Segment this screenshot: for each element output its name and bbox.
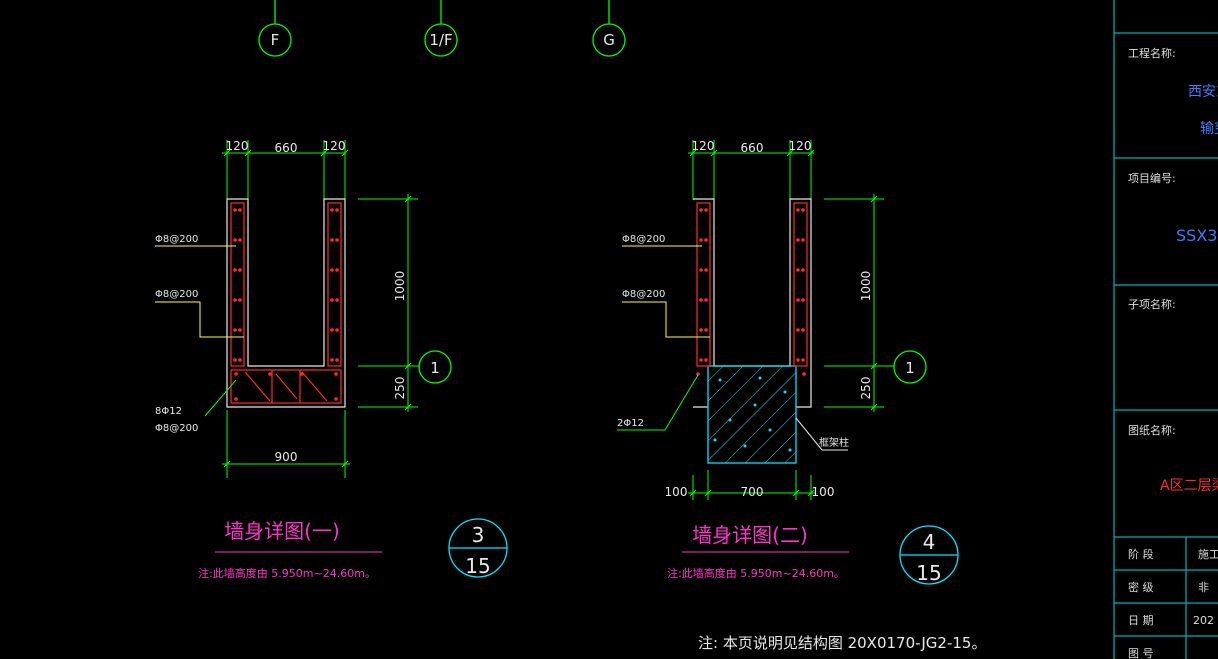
- tb-date-value: 202: [1193, 614, 1214, 627]
- grid-label-g: G: [603, 31, 615, 49]
- d1-dim-left: 120: [226, 139, 249, 153]
- d1-rebar-label-a: Φ8@200: [155, 234, 198, 245]
- d2-right-dimension: [824, 194, 894, 412]
- d2-rebar-label-a: Φ8@200: [622, 234, 665, 245]
- tb-figure-label: 图 号: [1128, 647, 1154, 659]
- tb-project-name-line2: 输变: [1200, 121, 1218, 137]
- d1-dim-width: 900: [275, 450, 298, 464]
- d2-sheet-num: 4: [923, 530, 936, 554]
- d1-bottom-dimension: [222, 410, 350, 478]
- tb-secret-value: 非: [1198, 581, 1209, 594]
- tb-drawing-name-value: A区二层梁: [1160, 478, 1218, 494]
- grid-axis-f: F: [258, 0, 292, 57]
- grid-axis-g: G: [592, 0, 626, 57]
- d2-top-dimension: [688, 140, 815, 200]
- d2-dim-b3: 100: [812, 485, 835, 499]
- d2-dim-base: 250: [859, 377, 873, 400]
- d1-sheet-den: 15: [465, 554, 490, 578]
- tb-stage-label: 阶 段: [1128, 547, 1154, 561]
- grid-label-1f: 1/F: [429, 31, 452, 49]
- tb-project-no-value: SSX32: [1176, 226, 1218, 245]
- wall-detail-2: 120 660 120: [617, 139, 959, 585]
- d2-rebar-label-c: 2Φ12: [617, 418, 644, 429]
- d1-rebar-label-c: 8Φ12: [155, 406, 182, 417]
- d1-sheet-num: 3: [472, 523, 485, 547]
- d1-dim-base: 250: [393, 377, 407, 400]
- tb-drawing-name-label: 图纸名称:: [1128, 423, 1176, 437]
- d1-rebar-label-d: Φ8@200: [155, 423, 198, 434]
- grid-label-f: F: [271, 31, 280, 49]
- d1-note: 注:此墙高度由 5.950m~24.60m。: [198, 566, 376, 580]
- d1-top-dimension: [222, 140, 349, 200]
- d2-note: 注:此墙高度由 5.950m~24.60m。: [667, 566, 845, 580]
- tb-project-name-line1: 西安东: [1188, 84, 1218, 100]
- d1-axis-1-bubble: 1: [418, 350, 452, 384]
- d2-title: 墙身详图(二): [692, 523, 808, 547]
- d1-axis-1-label: 1: [430, 359, 440, 377]
- tb-subitem-label: 子项名称:: [1128, 297, 1176, 311]
- d2-dim-mid: 660: [741, 141, 764, 155]
- d1-sheet-ref: 3 15: [448, 518, 508, 578]
- d1-rebar: [230, 202, 342, 404]
- d2-dim-height: 1000: [859, 271, 873, 302]
- d2-frame-column: [707, 365, 797, 464]
- d1-leaders: [155, 245, 244, 417]
- wall-detail-1: 120 660 120: [155, 139, 508, 580]
- d2-axis-1-label: 1: [905, 359, 915, 377]
- d2-dim-b2: 700: [741, 485, 764, 499]
- d2-dim-right: 120: [789, 139, 812, 153]
- d1-dim-height: 1000: [393, 271, 407, 302]
- d1-right-dimension: [358, 194, 420, 412]
- tb-date-label: 日 期: [1128, 614, 1154, 627]
- d1-rebar-label-b: Φ8@200: [155, 289, 198, 300]
- tb-project-name-label: 工程名称:: [1128, 46, 1176, 60]
- d2-column-label: 框架柱: [819, 436, 849, 449]
- d2-dim-left: 120: [692, 139, 715, 153]
- d2-leaders: [617, 245, 848, 451]
- d2-bottom-dimension: [688, 470, 816, 500]
- d2-rebar-dots: [696, 208, 806, 376]
- d2-rebar: [696, 202, 808, 367]
- grid-axis-1f: 1/F: [424, 0, 458, 57]
- tb-secret-label: 密 级: [1128, 580, 1154, 594]
- d1-rebar-dots: [233, 208, 339, 401]
- d1-dim-right: 120: [323, 139, 346, 153]
- d2-dim-b1: 100: [665, 485, 688, 499]
- tb-project-no-label: 项目编号:: [1128, 171, 1176, 185]
- bottom-general-note: 注: 本页说明见结构图 20X0170-JG2-15。: [698, 634, 986, 652]
- d1-title: 墙身详图(一): [224, 519, 340, 543]
- d2-rebar-label-b: Φ8@200: [622, 289, 665, 300]
- d2-sheet-den: 15: [916, 561, 941, 585]
- d1-dim-mid: 660: [275, 141, 298, 155]
- tb-stage-value: 施工: [1198, 548, 1218, 561]
- title-block: 工程名称: 西安东 输变 项目编号: SSX32 子项名称: 图纸名称: A区二…: [1113, 0, 1218, 659]
- d2-wall-outline: [693, 198, 812, 408]
- d2-axis-1-bubble: 1: [893, 350, 927, 384]
- d1-wall-outline: [226, 198, 346, 408]
- d2-sheet-ref: 4 15: [899, 525, 959, 585]
